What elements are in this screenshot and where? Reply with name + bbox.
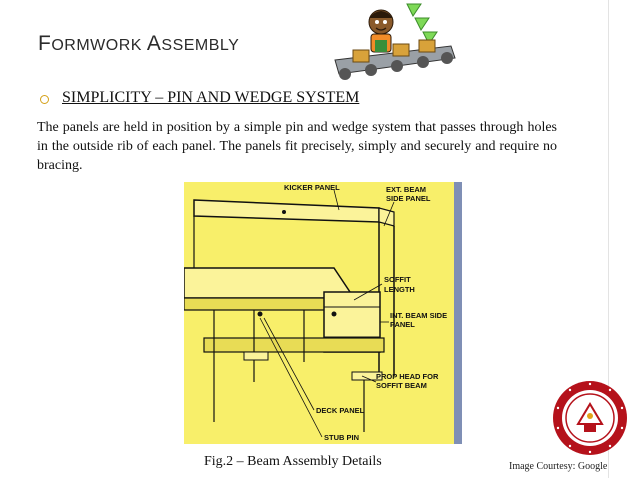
slide-right-rule: [608, 0, 609, 478]
label-int-beam-1: INT. BEAM SIDE: [390, 311, 447, 320]
label-int-beam-2: PANEL: [390, 320, 415, 329]
figure-caption: Fig.2 – Beam Assembly Details: [204, 454, 382, 469]
prop-head: [351, 371, 383, 381]
image-courtesy: Image Courtesy: Google: [509, 461, 608, 472]
stub-pin-marker: [257, 311, 263, 317]
label-ext-beam-1: EXT. BEAM: [386, 185, 426, 194]
label-soffit-1: SOFFIT: [384, 275, 411, 284]
label-ext-beam-2: SIDE PANEL: [386, 194, 431, 203]
label-stub-pin: STUB PIN: [324, 433, 359, 442]
label-prop-head-2: SOFFIT BEAM: [376, 381, 427, 390]
label-soffit-2: LENGTH: [384, 285, 415, 294]
body-paragraph: The panels are held in position by a sim…: [37, 120, 557, 173]
label-prop-head-1: PROP HEAD FOR: [376, 372, 439, 381]
beam-assembly-figure: KICKER PANEL EXT. BEAM SIDE PANEL SOFFIT…: [184, 182, 462, 444]
figure-background: [184, 182, 454, 444]
label-deck-panel: DECK PANEL: [316, 406, 365, 415]
worker-conveyor-icon: [334, 3, 456, 80]
bullet-heading: SIMPLICITY – PIN AND WEDGE SYSTEM: [62, 89, 360, 106]
slide-title: FORMWORK ASSEMBLY: [38, 32, 240, 55]
bullet-circle-icon: [40, 95, 49, 104]
soffit-beam: [203, 337, 385, 353]
institute-seal-icon: [553, 381, 627, 455]
label-kicker-panel: KICKER PANEL: [284, 183, 340, 192]
figure-side-strip: [454, 182, 462, 444]
